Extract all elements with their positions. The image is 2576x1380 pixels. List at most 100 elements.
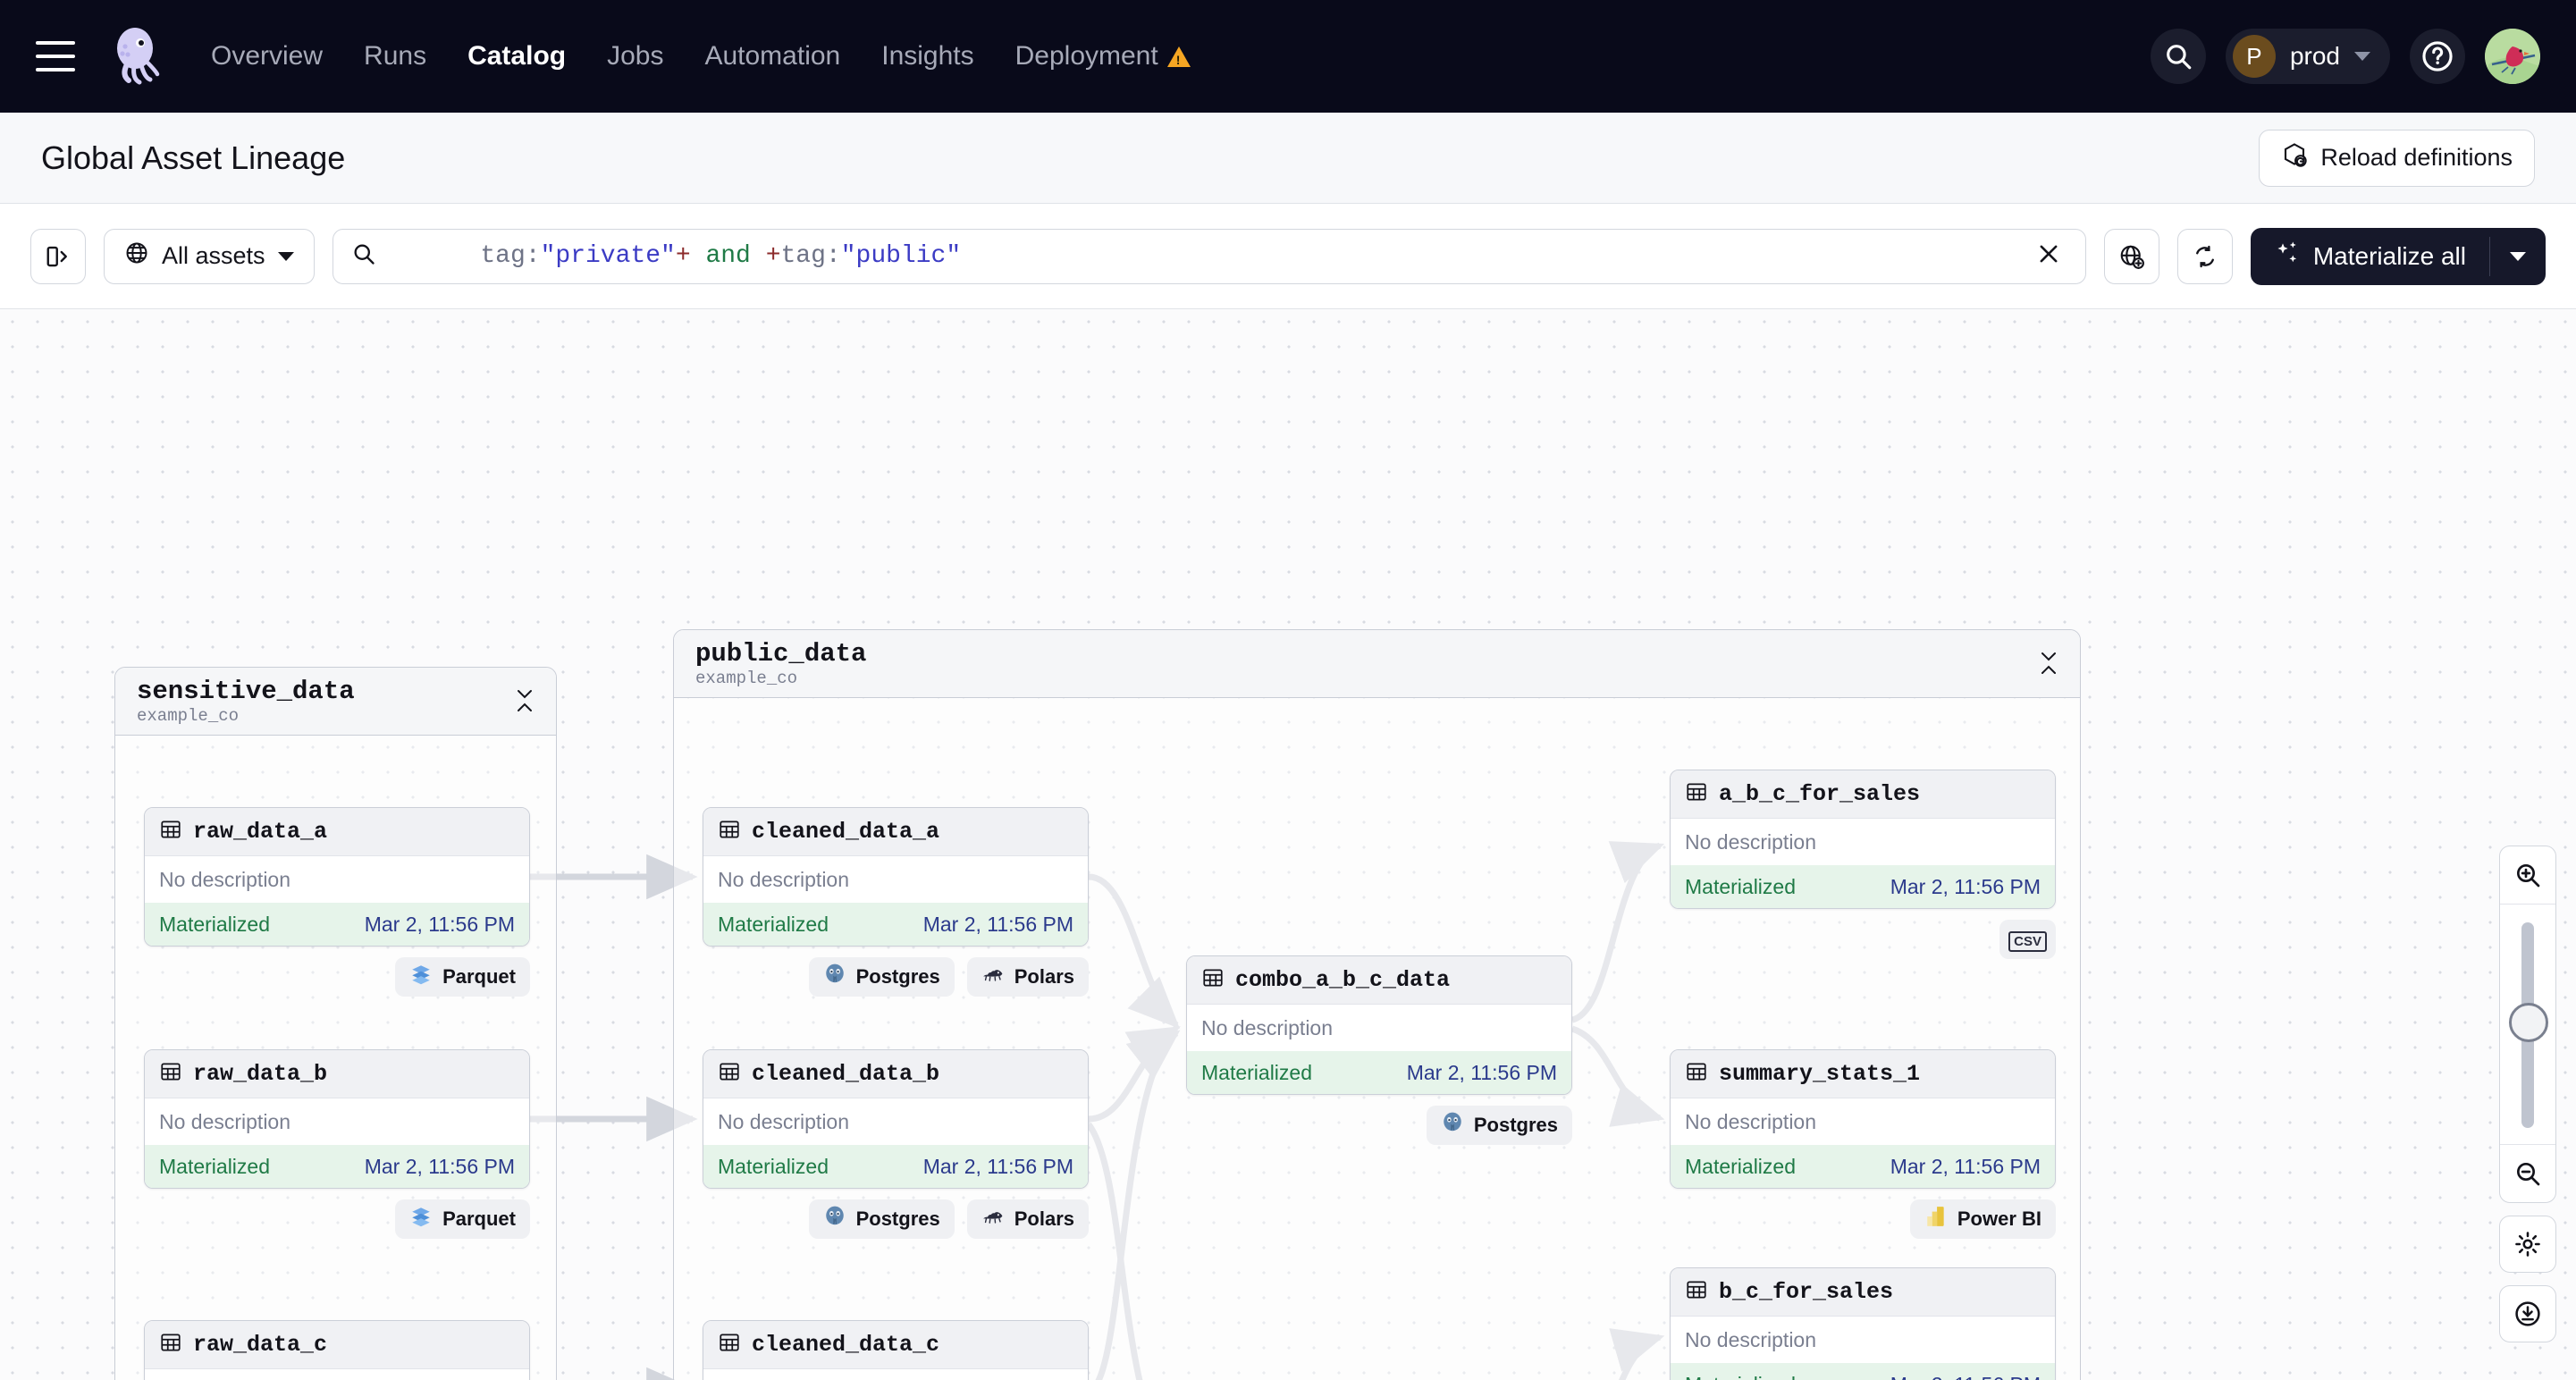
status-timestamp: Mar 2, 11:56 PM [922,912,1073,936]
asset-node-title: cleaned_data_c [752,1332,940,1358]
table-icon [159,818,182,846]
lineage-toolbar: All assets tag:"private"+ and +tag:"publ… [0,204,2576,309]
query-token: "public" [840,242,962,270]
clear-search-icon[interactable] [2030,240,2067,272]
asset-node-title: cleaned_data_b [752,1061,940,1087]
help-icon[interactable] [2410,29,2465,84]
user-avatar[interactable] [2485,29,2540,84]
asset-node-header: summary_stats_1 [1671,1050,2055,1098]
lineage-graph-canvas[interactable]: sensitive_data example_co public_data ex… [0,309,2576,1380]
table-icon [1201,966,1225,994]
nav-link-overview[interactable]: Overview [211,41,323,72]
query-token: tag: [480,242,541,270]
zoom-out-icon[interactable] [2500,1145,2555,1202]
zoom-in-icon[interactable] [2500,846,2555,904]
group-header: public_data example_co [674,630,2080,698]
zoom-slider[interactable] [2500,904,2555,1145]
materialize-all-button[interactable]: Materialize all [2250,227,2546,285]
query-token [691,242,706,270]
status-timestamp: Mar 2, 11:56 PM [364,912,515,936]
asset-tag-badge[interactable]: Postgres [808,1199,955,1239]
asset-tag-badge[interactable]: Power BI [1909,1199,2056,1239]
asset-filter-dropdown[interactable]: All assets [104,228,315,284]
asset-node-title: raw_data_b [193,1061,328,1087]
nav-link-jobs[interactable]: Jobs [607,41,663,72]
asset-node-header: a_b_c_for_sales [1671,770,2055,819]
page-title: Global Asset Lineage [41,139,346,176]
asset-node-title: b_c_for_sales [1719,1279,1894,1305]
status-label: Materialized [1685,874,1796,898]
asset-tag-label: Polars [1014,965,1074,988]
lineage-search-input[interactable]: tag:"private"+ and +tag:"public" [332,228,2086,284]
nav-link-automation[interactable]: Automation [704,41,840,72]
nav-link-runs[interactable]: Runs [364,41,426,72]
asset-node-description: No description [145,856,529,903]
asset-tag-badge[interactable]: Postgres [1426,1106,1572,1145]
nav-link-insights[interactable]: Insights [881,41,973,72]
status-label: Materialized [1685,1154,1796,1178]
download-graph-icon[interactable] [2499,1285,2556,1342]
asset-node-header: raw_data_c [145,1321,529,1369]
asset-node-title: raw_data_c [193,1332,328,1358]
table-icon [1685,1278,1708,1306]
sidebar-toggle-button[interactable] [30,228,86,284]
graph-settings-icon[interactable] [2499,1216,2556,1273]
asset-tag-badge[interactable]: Parquet [395,957,530,997]
refresh-button[interactable] [2176,228,2233,284]
polars-icon [981,963,1005,991]
asset-node-header: cleaned_data_c [703,1321,1088,1369]
collapse-group-icon[interactable] [515,687,535,714]
reload-definitions-label: Reload definitions [2320,144,2513,171]
status-timestamp: Mar 2, 11:56 PM [1890,1154,2041,1178]
asset-node-status: Materialized Mar 2, 11:56 PM [1671,1145,2055,1188]
nav-label: Automation [704,41,841,71]
zoom-controls [2499,846,2556,1342]
materialize-dropdown-button[interactable] [2490,251,2546,261]
globe-plus-button[interactable] [2103,228,2159,284]
status-label: Materialized [1201,1060,1312,1084]
nav-link-catalog[interactable]: Catalog [467,41,566,72]
asset-node-description: No description [1187,1005,1571,1051]
group-code-location: example_co [695,669,798,689]
status-timestamp: Mar 2, 11:56 PM [1406,1060,1557,1084]
deployment-selector[interactable]: P prod [2225,29,2390,84]
asset-tag-badge[interactable]: CSV [1999,920,2056,959]
asset-node-tags: Parquet [144,1199,530,1239]
asset-node-description: No description [145,1369,529,1380]
page-header: Global Asset Lineage Reload definitions [0,113,2576,204]
hamburger-menu-icon[interactable] [36,41,75,72]
search-icon[interactable] [2150,29,2206,84]
asset-tag-badge[interactable]: Polars [966,1199,1089,1239]
nav-right-cluster: P prod [2150,29,2540,84]
asset-node-raw_data_c[interactable]: raw_data_cNo descriptionMaterializedMar … [144,1320,530,1380]
collapse-group-icon[interactable] [2039,650,2058,677]
status-label: Materialized [159,1154,270,1178]
asset-node-cleaned_data_c[interactable]: cleaned_data_cNo descriptionMaterialized… [703,1320,1089,1380]
asset-tag-badge[interactable]: Postgres [808,957,955,997]
reload-definitions-button[interactable]: Reload definitions [2259,129,2535,187]
nav-label: Jobs [607,41,664,71]
materialize-all-main[interactable]: Materialize all [2251,228,2489,285]
asset-node-tags: Parquet [144,957,530,997]
asset-group-sensitive-data[interactable]: sensitive_data example_co [114,667,557,1380]
nav-link-deployment[interactable]: Deployment [1015,41,1191,72]
zoom-slider-group [2499,846,2556,1203]
zoom-slider-thumb[interactable] [2509,1003,2548,1042]
asset-node-header: b_c_for_sales [1671,1268,2055,1317]
asset-tag-badge[interactable]: Polars [966,957,1089,997]
warning-triangle-icon [1166,46,1191,67]
main-nav-links: Overview Runs Catalog Jobs Automation In… [211,41,1191,72]
dagster-logo[interactable] [105,25,168,88]
asset-node-title: summary_stats_1 [1719,1061,1921,1087]
asset-tag-badge[interactable]: Parquet [395,1199,530,1239]
